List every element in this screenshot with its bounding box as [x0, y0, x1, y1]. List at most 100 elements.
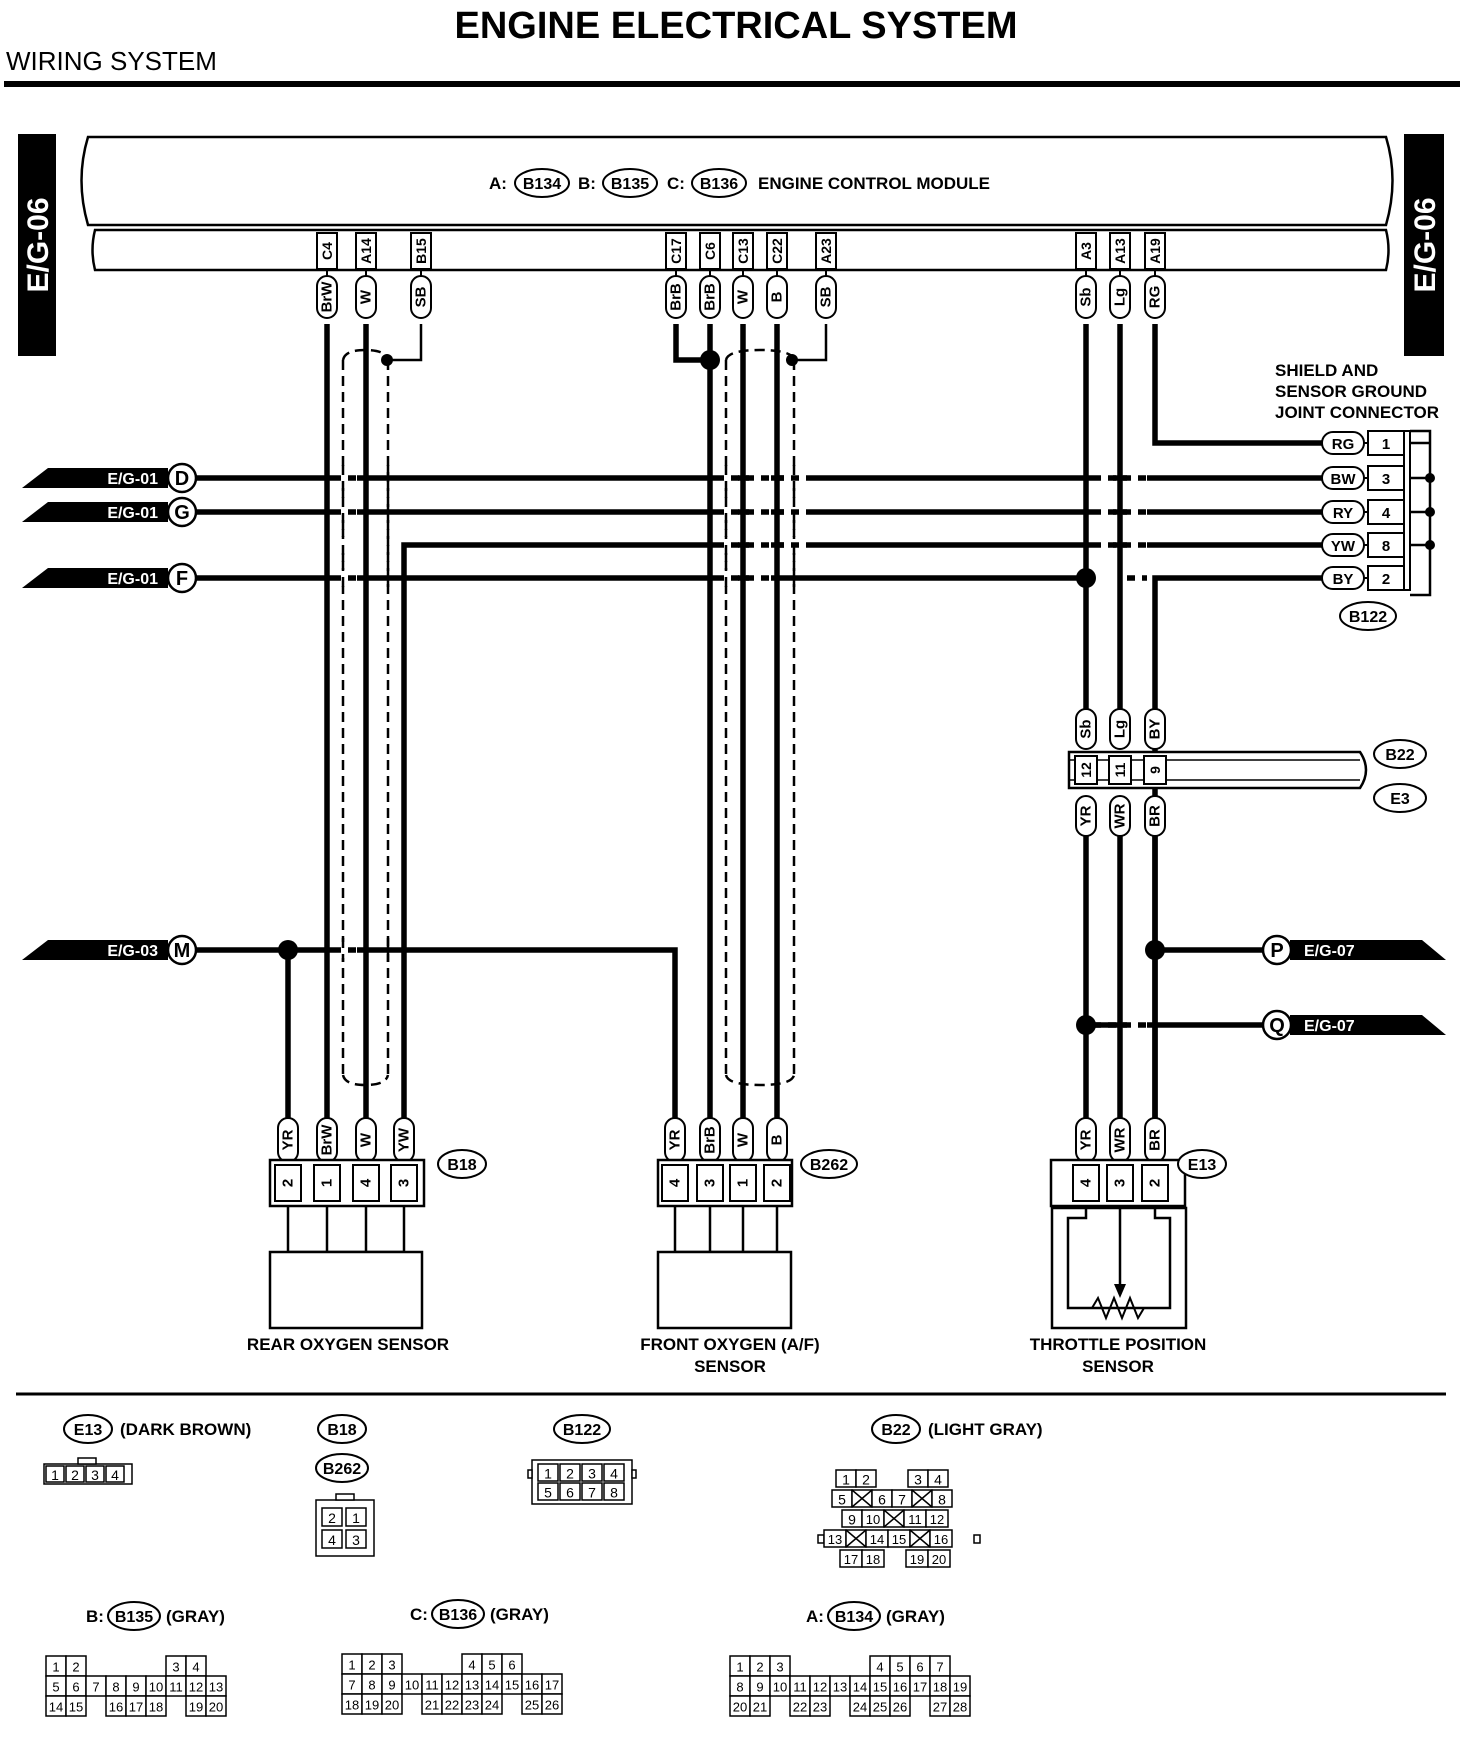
- pin-number: 10: [866, 1512, 880, 1527]
- offpage-ref-letter: M: [174, 940, 191, 962]
- svg-text:B:: B:: [578, 174, 596, 193]
- connector-note: (GRAY): [166, 1607, 225, 1626]
- pin-number: 3: [172, 1660, 179, 1675]
- offpage-ref-letter: P: [1270, 940, 1283, 962]
- wire-color-label: YR: [667, 1129, 684, 1150]
- offpage-ref-p[interactable]: E/G-07P: [1261, 934, 1446, 966]
- pin-number: 2: [1382, 571, 1390, 588]
- wire-color-label: YR: [1078, 805, 1095, 826]
- pin-number: 2: [862, 1472, 870, 1488]
- offpage-ref-letter: F: [176, 568, 188, 590]
- pin-number: 13: [209, 1680, 223, 1695]
- svg-text:E/G-06: E/G-06: [1409, 197, 1442, 292]
- pin-number: 19: [189, 1700, 203, 1715]
- wire-color-label: SB: [413, 286, 430, 307]
- pin-number: 1: [52, 1660, 59, 1675]
- pin-number: 15: [505, 1678, 519, 1693]
- page-tab-left: E/G-06: [18, 134, 56, 356]
- connector-note: B:: [86, 1607, 104, 1626]
- pin-number: 10: [773, 1680, 787, 1695]
- pin-number: 5: [52, 1680, 59, 1695]
- ecm-pin-number: A23: [818, 238, 834, 264]
- pin-number: 11: [793, 1680, 807, 1695]
- pin-number: 2: [328, 1510, 336, 1526]
- pin-number: 4: [610, 1466, 618, 1482]
- pin-number: 6: [566, 1485, 574, 1501]
- ecm-pin-number: A3: [1078, 242, 1094, 260]
- wire-color-label: W: [735, 1132, 752, 1147]
- offpage-ref-f[interactable]: E/G-01 F: [22, 562, 198, 594]
- pin-number: 14: [870, 1532, 884, 1547]
- wire-color-label: RG: [1147, 286, 1164, 309]
- pin-number: 7: [92, 1680, 99, 1695]
- pin-number: 6: [878, 1492, 886, 1508]
- connector-note: C:: [410, 1605, 428, 1624]
- pin-number: 1: [842, 1472, 850, 1488]
- pin-number: 20: [932, 1552, 946, 1567]
- ecm-pin-number: C6: [702, 242, 718, 260]
- offpage-ref-label: E/G-01: [107, 571, 158, 588]
- pin-number: 6: [72, 1680, 79, 1695]
- wire-color-label: BrW: [319, 281, 336, 313]
- ecm-pin-number: C17: [668, 238, 684, 264]
- pin-number: 4: [934, 1472, 942, 1488]
- svg-text:B136: B136: [700, 176, 738, 193]
- connector-id: B22: [881, 1422, 910, 1439]
- right-refs: E/G-07P E/G-07Q: [1261, 934, 1446, 1041]
- pin-number: 2: [1147, 1179, 1164, 1187]
- pin-number: 15: [892, 1532, 906, 1547]
- pin-number: 12: [445, 1678, 459, 1693]
- pin-number: 3: [396, 1179, 413, 1187]
- pin-number: 17: [129, 1700, 143, 1715]
- pin-number: 4: [328, 1532, 336, 1548]
- sensor-name: REAR OXYGEN SENSOR: [247, 1335, 449, 1354]
- offpage-ref-letter: G: [174, 502, 190, 524]
- pin-number: 13: [465, 1678, 479, 1693]
- svg-text:B134: B134: [523, 176, 561, 193]
- wire-color-label: RG: [1332, 436, 1355, 453]
- pin-number: 2: [769, 1179, 786, 1187]
- wire-color-label: WR: [1112, 803, 1129, 828]
- pin-number: 26: [545, 1698, 559, 1713]
- wire-color-label: W: [358, 289, 375, 304]
- pin-number: 16: [893, 1680, 907, 1695]
- pin-number: 7: [588, 1485, 596, 1501]
- pin-number: 2: [566, 1466, 574, 1482]
- offpage-ref-q[interactable]: E/G-07Q: [1261, 1009, 1446, 1041]
- pin-number: 24: [853, 1700, 867, 1715]
- pin-number: 16: [525, 1678, 539, 1693]
- pin-number: 11: [908, 1512, 922, 1527]
- pin-number: 8: [112, 1680, 119, 1695]
- wire-color-label: WR: [1112, 1127, 1129, 1152]
- pin-number: 9: [756, 1680, 763, 1695]
- pin-number: 7: [898, 1492, 906, 1508]
- connector-id: B262: [323, 1461, 361, 1478]
- pin-number: 18: [866, 1552, 880, 1567]
- wire-color-label: BW: [1331, 471, 1357, 488]
- pin-number: 18: [345, 1698, 359, 1713]
- pin-number: 13: [833, 1680, 847, 1695]
- pin-number: 2: [72, 1660, 79, 1675]
- svg-text:B122: B122: [1349, 609, 1387, 626]
- pin-number: 3: [702, 1179, 719, 1187]
- sensor-name: SENSOR: [694, 1357, 766, 1376]
- connector-id: B122: [563, 1422, 601, 1439]
- connector-id: B136: [439, 1607, 477, 1624]
- pin-number: 3: [914, 1472, 922, 1488]
- pin-number: 4: [1382, 505, 1391, 522]
- pin-number: 17: [844, 1552, 858, 1567]
- svg-text:E3: E3: [1390, 791, 1410, 808]
- pin-number: 13: [828, 1532, 842, 1547]
- ecm-pin-number: C13: [735, 238, 751, 264]
- pin-number: 21: [753, 1700, 767, 1715]
- pin-number: 8: [938, 1492, 946, 1508]
- pin-number: 7: [936, 1660, 943, 1675]
